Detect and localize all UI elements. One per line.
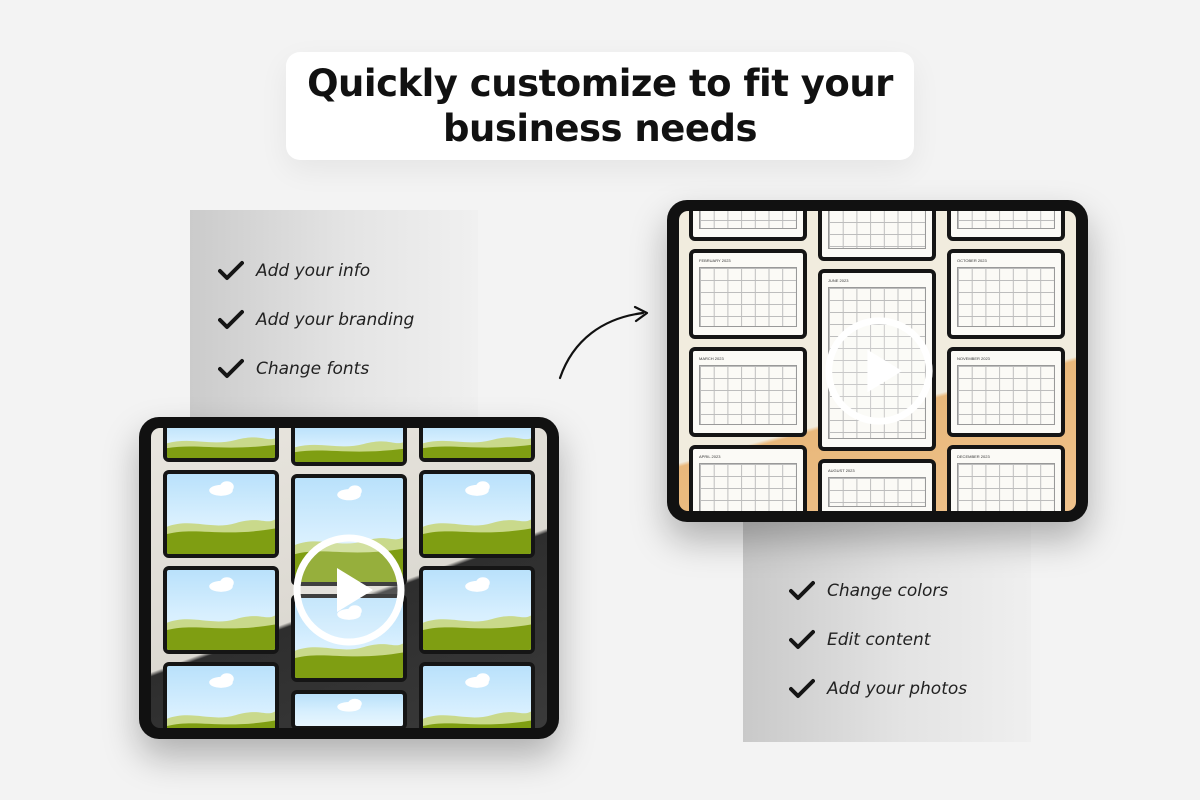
calendar-grid xyxy=(828,477,926,507)
calendar-grid xyxy=(699,463,797,511)
feature-item-add-photos: Add your photos xyxy=(789,664,967,713)
calendar-column-1: FEBRUARY 2023 MARCH 2023 APRIL 2023 xyxy=(689,211,807,511)
calendar-month-title: NOVEMBER 2023 xyxy=(957,356,990,361)
check-icon xyxy=(789,629,815,649)
calendar-grid xyxy=(699,267,797,327)
tablet-screen xyxy=(151,428,547,728)
calendar-grid xyxy=(957,211,1055,229)
calendar-month-title: AUGUST 2023 xyxy=(828,468,855,473)
image-placeholder-thumb xyxy=(163,566,279,654)
tablet-calendar-preview: FEBRUARY 2023 MARCH 2023 APRIL 2023 JUNE… xyxy=(667,200,1088,522)
calendar-page-thumb xyxy=(689,211,807,241)
image-placeholder-thumb xyxy=(419,428,535,462)
feature-label: Change colors xyxy=(827,580,949,601)
image-placeholder-thumb xyxy=(163,470,279,558)
calendar-month-title: JUNE 2023 xyxy=(828,278,849,283)
feature-label: Add your photos xyxy=(827,678,968,699)
calendar-month-title: FEBRUARY 2023 xyxy=(699,258,731,263)
calendar-page-thumb: FEBRUARY 2023 xyxy=(689,249,807,339)
feature-label: Add your branding xyxy=(256,309,415,330)
feature-item-add-branding: Add your branding xyxy=(218,295,414,344)
play-icon[interactable] xyxy=(291,532,407,648)
calendar-grid xyxy=(699,365,797,425)
feature-item-change-colors: Change colors xyxy=(789,566,967,615)
image-placeholder-thumb xyxy=(291,428,407,466)
calendar-page-thumb: APRIL 2023 xyxy=(689,445,807,511)
check-icon xyxy=(218,260,244,280)
check-icon xyxy=(218,358,244,378)
calendar-grid xyxy=(957,267,1055,327)
heading-line-1: Quickly customize to fit your xyxy=(307,62,893,105)
calendar-grid xyxy=(828,211,926,249)
feature-item-edit-content: Edit content xyxy=(789,615,967,664)
feature-list-right: Change colors Edit content Add your phot… xyxy=(789,566,967,713)
thumbnail-column-1 xyxy=(163,428,279,728)
feature-item-add-info: Add your info xyxy=(218,246,414,295)
calendar-month-title: APRIL 2023 xyxy=(699,454,721,459)
check-icon xyxy=(218,309,244,329)
check-icon xyxy=(789,678,815,698)
image-placeholder-thumb xyxy=(163,662,279,728)
heading-card: Quickly customize to fit your business n… xyxy=(286,52,914,160)
feature-label: Change fonts xyxy=(256,358,370,379)
calendar-column-3: OCTOBER 2023 NOVEMBER 2023 DECEMBER 2023 xyxy=(947,211,1065,511)
play-icon[interactable] xyxy=(823,315,935,427)
calendar-month-title: DECEMBER 2023 xyxy=(957,454,990,459)
image-placeholder-thumb xyxy=(419,470,535,558)
heading-line-2: business needs xyxy=(443,107,757,150)
calendar-page-thumb: OCTOBER 2023 xyxy=(947,249,1065,339)
feature-list-left: Add your info Add your branding Change f… xyxy=(218,246,414,393)
calendar-page-thumb: NOVEMBER 2023 xyxy=(947,347,1065,437)
feature-label: Edit content xyxy=(827,629,931,650)
calendar-page-thumb xyxy=(818,211,936,261)
image-placeholder-thumb xyxy=(291,690,407,728)
thumbnail-column-2 xyxy=(291,428,407,728)
feature-panel-right: Change colors Edit content Add your phot… xyxy=(743,520,1031,742)
image-placeholder-thumb xyxy=(419,662,535,728)
tablet-screen: FEBRUARY 2023 MARCH 2023 APRIL 2023 JUNE… xyxy=(679,211,1076,511)
calendar-grid xyxy=(957,365,1055,425)
feature-label: Add your info xyxy=(256,260,371,281)
image-placeholder-thumb xyxy=(419,566,535,654)
calendar-page-thumb xyxy=(947,211,1065,241)
calendar-month-title: MARCH 2023 xyxy=(699,356,724,361)
calendar-page-thumb: AUGUST 2023 xyxy=(818,459,936,511)
image-placeholder-thumb xyxy=(163,428,279,462)
calendar-page-thumb: MARCH 2023 xyxy=(689,347,807,437)
calendar-grid xyxy=(957,463,1055,511)
check-icon xyxy=(789,580,815,600)
feature-panel-left: Add your info Add your branding Change f… xyxy=(190,210,478,422)
curved-arrow-icon xyxy=(558,305,649,380)
calendar-page-thumb: DECEMBER 2023 xyxy=(947,445,1065,511)
thumbnail-column-3 xyxy=(419,428,535,728)
tablet-image-preview xyxy=(139,417,559,739)
feature-item-change-fonts: Change fonts xyxy=(218,344,414,393)
calendar-month-title: OCTOBER 2023 xyxy=(957,258,987,263)
image-placeholder-thumb xyxy=(291,474,407,586)
calendar-grid xyxy=(699,211,797,229)
